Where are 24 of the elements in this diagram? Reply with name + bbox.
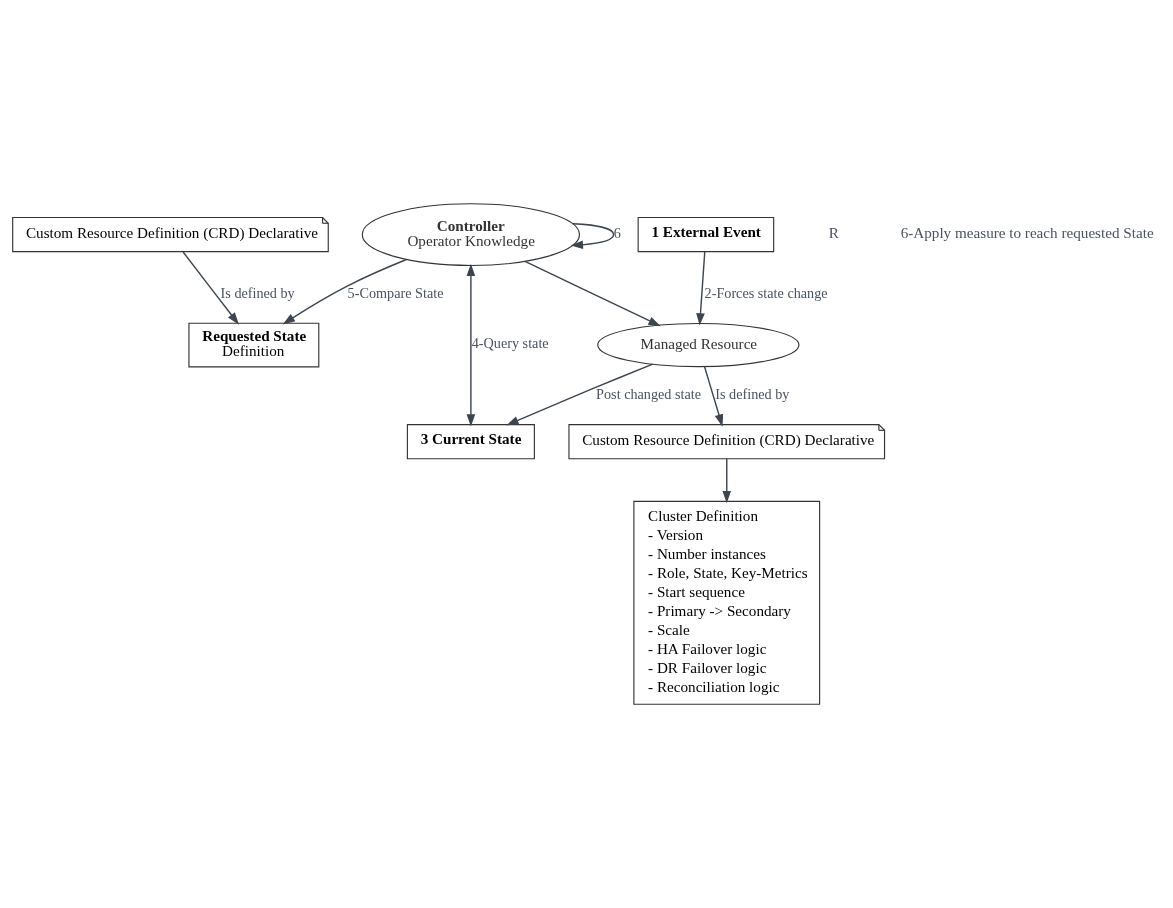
node-ellipse: Controller Operator Knowledge bbox=[361, 203, 581, 267]
node-box: Cluster Definition - Version - Number instances - Role, State, Key-Metrics - Start sequence - Primary -> Secondary - Scale - HA Failover logic - DR Failover logic - Reconciliation logic bbox=[633, 500, 821, 705]
edge-label: 4-Query state bbox=[471, 335, 549, 352]
arrow bbox=[466, 263, 476, 427]
edge-label: 5-Compare State bbox=[347, 284, 444, 301]
arrow bbox=[703, 365, 724, 427]
arrow bbox=[282, 258, 408, 325]
arrow bbox=[524, 260, 661, 327]
edge-label: Post changed state bbox=[596, 386, 702, 403]
label: R bbox=[828, 224, 839, 242]
arrow bbox=[722, 458, 732, 504]
edge-label: Is defined by bbox=[220, 284, 295, 301]
arrow bbox=[506, 363, 654, 426]
arrow bbox=[696, 251, 706, 326]
arrow bbox=[182, 251, 239, 325]
node-box: 3 Current State bbox=[406, 424, 535, 460]
arrow bbox=[570, 223, 615, 250]
label: 6-Apply measure to reach requested State bbox=[900, 224, 1154, 242]
edge-label: 6 bbox=[613, 224, 621, 241]
node-box: Requested State Definition bbox=[188, 322, 320, 368]
edge-label: 2-Forces state change bbox=[704, 284, 828, 301]
edge-label: Is defined by bbox=[715, 386, 790, 403]
node-box: 1 External Event bbox=[637, 217, 775, 253]
node-ellipse: Managed Resource bbox=[597, 322, 800, 368]
